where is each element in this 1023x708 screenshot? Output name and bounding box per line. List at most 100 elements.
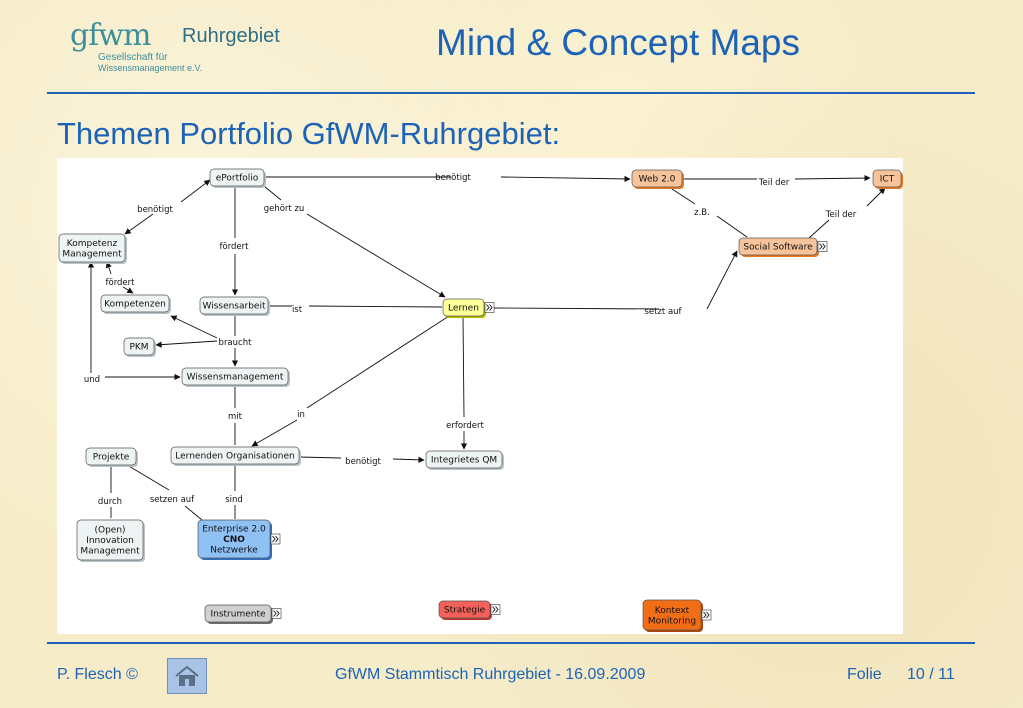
link-label-teil-der-1: Teil der — [758, 178, 790, 188]
map-connections — [87, 177, 885, 521]
footer-folie-label: Folie — [847, 666, 882, 683]
slide-subtitle: Themen Portfolio GfWM-Ruhrgebiet: — [57, 116, 561, 151]
top-divider — [47, 92, 975, 94]
edge-lernen-lernorg — [252, 315, 450, 446]
link-label-setzen-auf: setzen auf — [150, 495, 195, 505]
node-box — [199, 296, 269, 315]
link-label-foerdert: fördert — [220, 242, 250, 252]
node-box — [123, 337, 155, 356]
node-box — [58, 233, 126, 263]
node-label: Lernen — [448, 304, 479, 314]
node-label: ICT — [880, 175, 895, 185]
link-label-erfordert: erfordert — [446, 421, 484, 431]
expand-icon[interactable] — [271, 608, 282, 619]
link-label-durch: durch — [98, 497, 122, 507]
logo-subtitle-line1: Gesellschaft für — [98, 52, 168, 63]
link-label-teil-der-2: Teil der — [825, 210, 857, 220]
node-label: Kontext — [655, 606, 690, 616]
node-label: CNO — [223, 535, 245, 545]
edge-projekte-enterprise — [126, 464, 203, 521]
node-box — [76, 519, 144, 561]
home-icon — [175, 665, 199, 686]
expand-icon[interactable] — [270, 533, 281, 545]
map-node-lernen[interactable]: Lernen — [442, 298, 495, 318]
edge-lernorg-qm — [298, 457, 424, 460]
node-label: Innovation — [86, 536, 134, 546]
map-node-socialsoftware[interactable]: Social Software — [738, 237, 828, 257]
map-node-eportfolio[interactable]: ePortfolio — [209, 168, 266, 188]
link-label-benoetigt-bottom: benötigt — [345, 457, 381, 467]
slide-title: Mind & Concept Maps — [436, 22, 801, 63]
link-label-sind: sind — [225, 495, 243, 505]
node-label: (Open) — [94, 526, 125, 536]
home-button[interactable] — [167, 658, 207, 694]
footer-page-number: 10 / 11 — [907, 666, 955, 683]
node-label: Management — [80, 547, 140, 557]
footer-author: P. Flesch © — [57, 666, 138, 683]
map-node-web20[interactable]: Web 2.0 — [631, 169, 684, 189]
footer-event: GfWM Stammtisch Ruhrgebiet - 16.09.2009 — [335, 666, 646, 683]
node-label: Projekte — [93, 453, 130, 463]
node-box — [197, 519, 271, 559]
node-box — [438, 600, 491, 619]
expand-icon[interactable] — [484, 302, 495, 313]
bottom-divider — [47, 642, 975, 644]
link-label-benoetigt-top: benötigt — [435, 173, 471, 183]
node-label: Wissensmanagement — [187, 373, 284, 383]
node-label: PKM — [129, 343, 148, 353]
node-label: Instrumente — [210, 610, 266, 620]
map-node-ict[interactable]: ICT — [872, 169, 903, 189]
node-box — [425, 450, 503, 469]
edge-social-ict — [808, 188, 885, 239]
gfwm-logo: gfwm Ruhrgebiet Gesellschaft für Wissens… — [70, 18, 310, 76]
edge-wissensarbeit-lernen — [268, 305, 443, 308]
node-box — [738, 237, 818, 256]
map-node-wissensarbeit[interactable]: Wissensarbeit — [199, 296, 270, 316]
node-label: Wissensarbeit — [202, 302, 265, 312]
map-node-pkm[interactable]: PKM — [123, 337, 156, 357]
expand-icon[interactable] — [701, 609, 712, 621]
map-node-lernorg[interactable]: Lernenden Organisationen — [170, 446, 301, 466]
node-label: Strategie — [444, 606, 486, 616]
node-box — [170, 446, 300, 465]
node-label: Kompetenz — [67, 239, 118, 249]
link-label-in: in — [297, 410, 305, 420]
map-node-wissensmgmt[interactable]: Wissensmanagement — [181, 367, 290, 387]
link-label-mit: mit — [228, 412, 243, 422]
map-node-instrumente[interactable]: Instrumente — [204, 604, 282, 624]
edge-eportfolio-web20 — [264, 177, 630, 179]
link-label-zb: z.B. — [694, 208, 710, 218]
link-label-und: und — [84, 375, 100, 385]
node-label: Social Software — [743, 243, 813, 253]
node-box — [642, 599, 702, 631]
logo-region-text: Ruhrgebiet — [182, 25, 280, 47]
link-label-benoetigt-left: benötigt — [137, 205, 173, 215]
link-label-braucht: braucht — [219, 338, 253, 348]
edge-lernen-qm — [463, 315, 464, 449]
map-node-kompetenzen[interactable]: Kompetenzen — [100, 294, 171, 314]
node-label: ePortfolio — [216, 174, 259, 184]
expand-icon[interactable] — [817, 241, 828, 252]
node-label: Integrietes QM — [431, 456, 497, 466]
node-label: Management — [62, 249, 122, 259]
node-label: Monitoring — [648, 616, 696, 626]
map-node-strategie[interactable]: Strategie — [438, 600, 501, 620]
logo-subtitle-line2: Wissensmanagement e.V. — [98, 63, 203, 73]
expand-icon[interactable] — [490, 604, 501, 615]
map-node-qm[interactable]: Integrietes QM — [425, 450, 504, 470]
node-box — [872, 169, 902, 188]
node-box — [85, 447, 137, 466]
map-node-projekte[interactable]: Projekte — [85, 447, 138, 467]
edge-braucht-pkm — [155, 340, 218, 348]
node-box — [631, 169, 683, 188]
edge-web20-ict — [682, 178, 870, 179]
edge-web20-social — [668, 186, 748, 238]
edge-eportfolio-lernen — [263, 185, 445, 297]
